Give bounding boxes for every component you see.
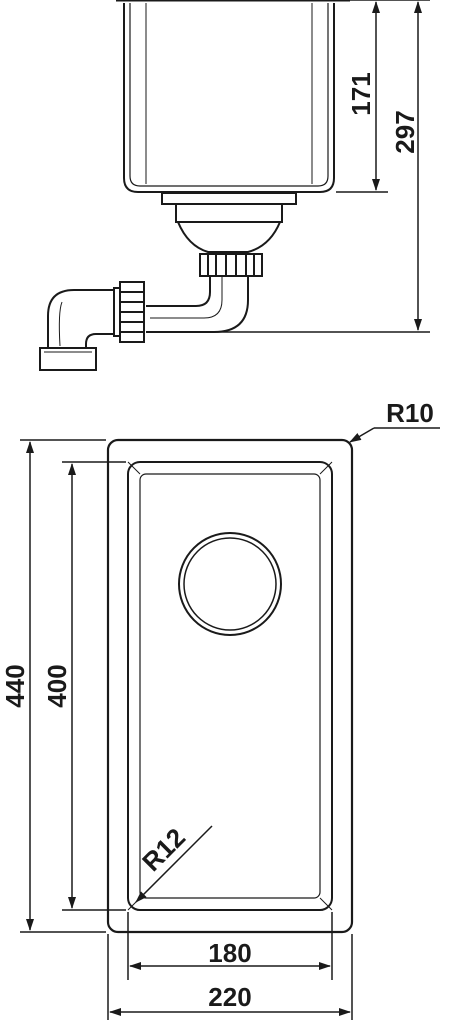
side-dimensions	[210, 0, 430, 333]
side-view	[39, 0, 350, 371]
dim-180-label: 180	[208, 938, 251, 968]
bowl-inner-edge	[127, 461, 333, 911]
dim-220-label: 220	[208, 982, 251, 1012]
dim-400-label: 400	[42, 664, 72, 707]
dim-440-label: 440	[0, 664, 30, 707]
bowl-inner-bottom	[139, 473, 321, 899]
top-view	[106, 438, 354, 934]
drain-nut	[199, 253, 263, 277]
sink-outer-rim	[106, 438, 354, 934]
top-dimensions	[20, 427, 440, 1020]
trap-elbow	[39, 289, 114, 371]
drain-flange	[161, 192, 297, 253]
dim-171-label: 171	[346, 72, 376, 115]
r10-label: R10	[386, 398, 434, 428]
r12-leader	[135, 825, 213, 903]
waste-pipe	[146, 277, 249, 333]
pipe-union	[113, 281, 145, 343]
drain-outer-ring	[178, 532, 282, 636]
dim-297-label: 297	[390, 110, 420, 153]
r12-label: R12	[136, 822, 191, 877]
r10-leader	[349, 427, 375, 443]
drain-inner-ring	[183, 537, 277, 631]
bowl-section	[116, 0, 350, 193]
